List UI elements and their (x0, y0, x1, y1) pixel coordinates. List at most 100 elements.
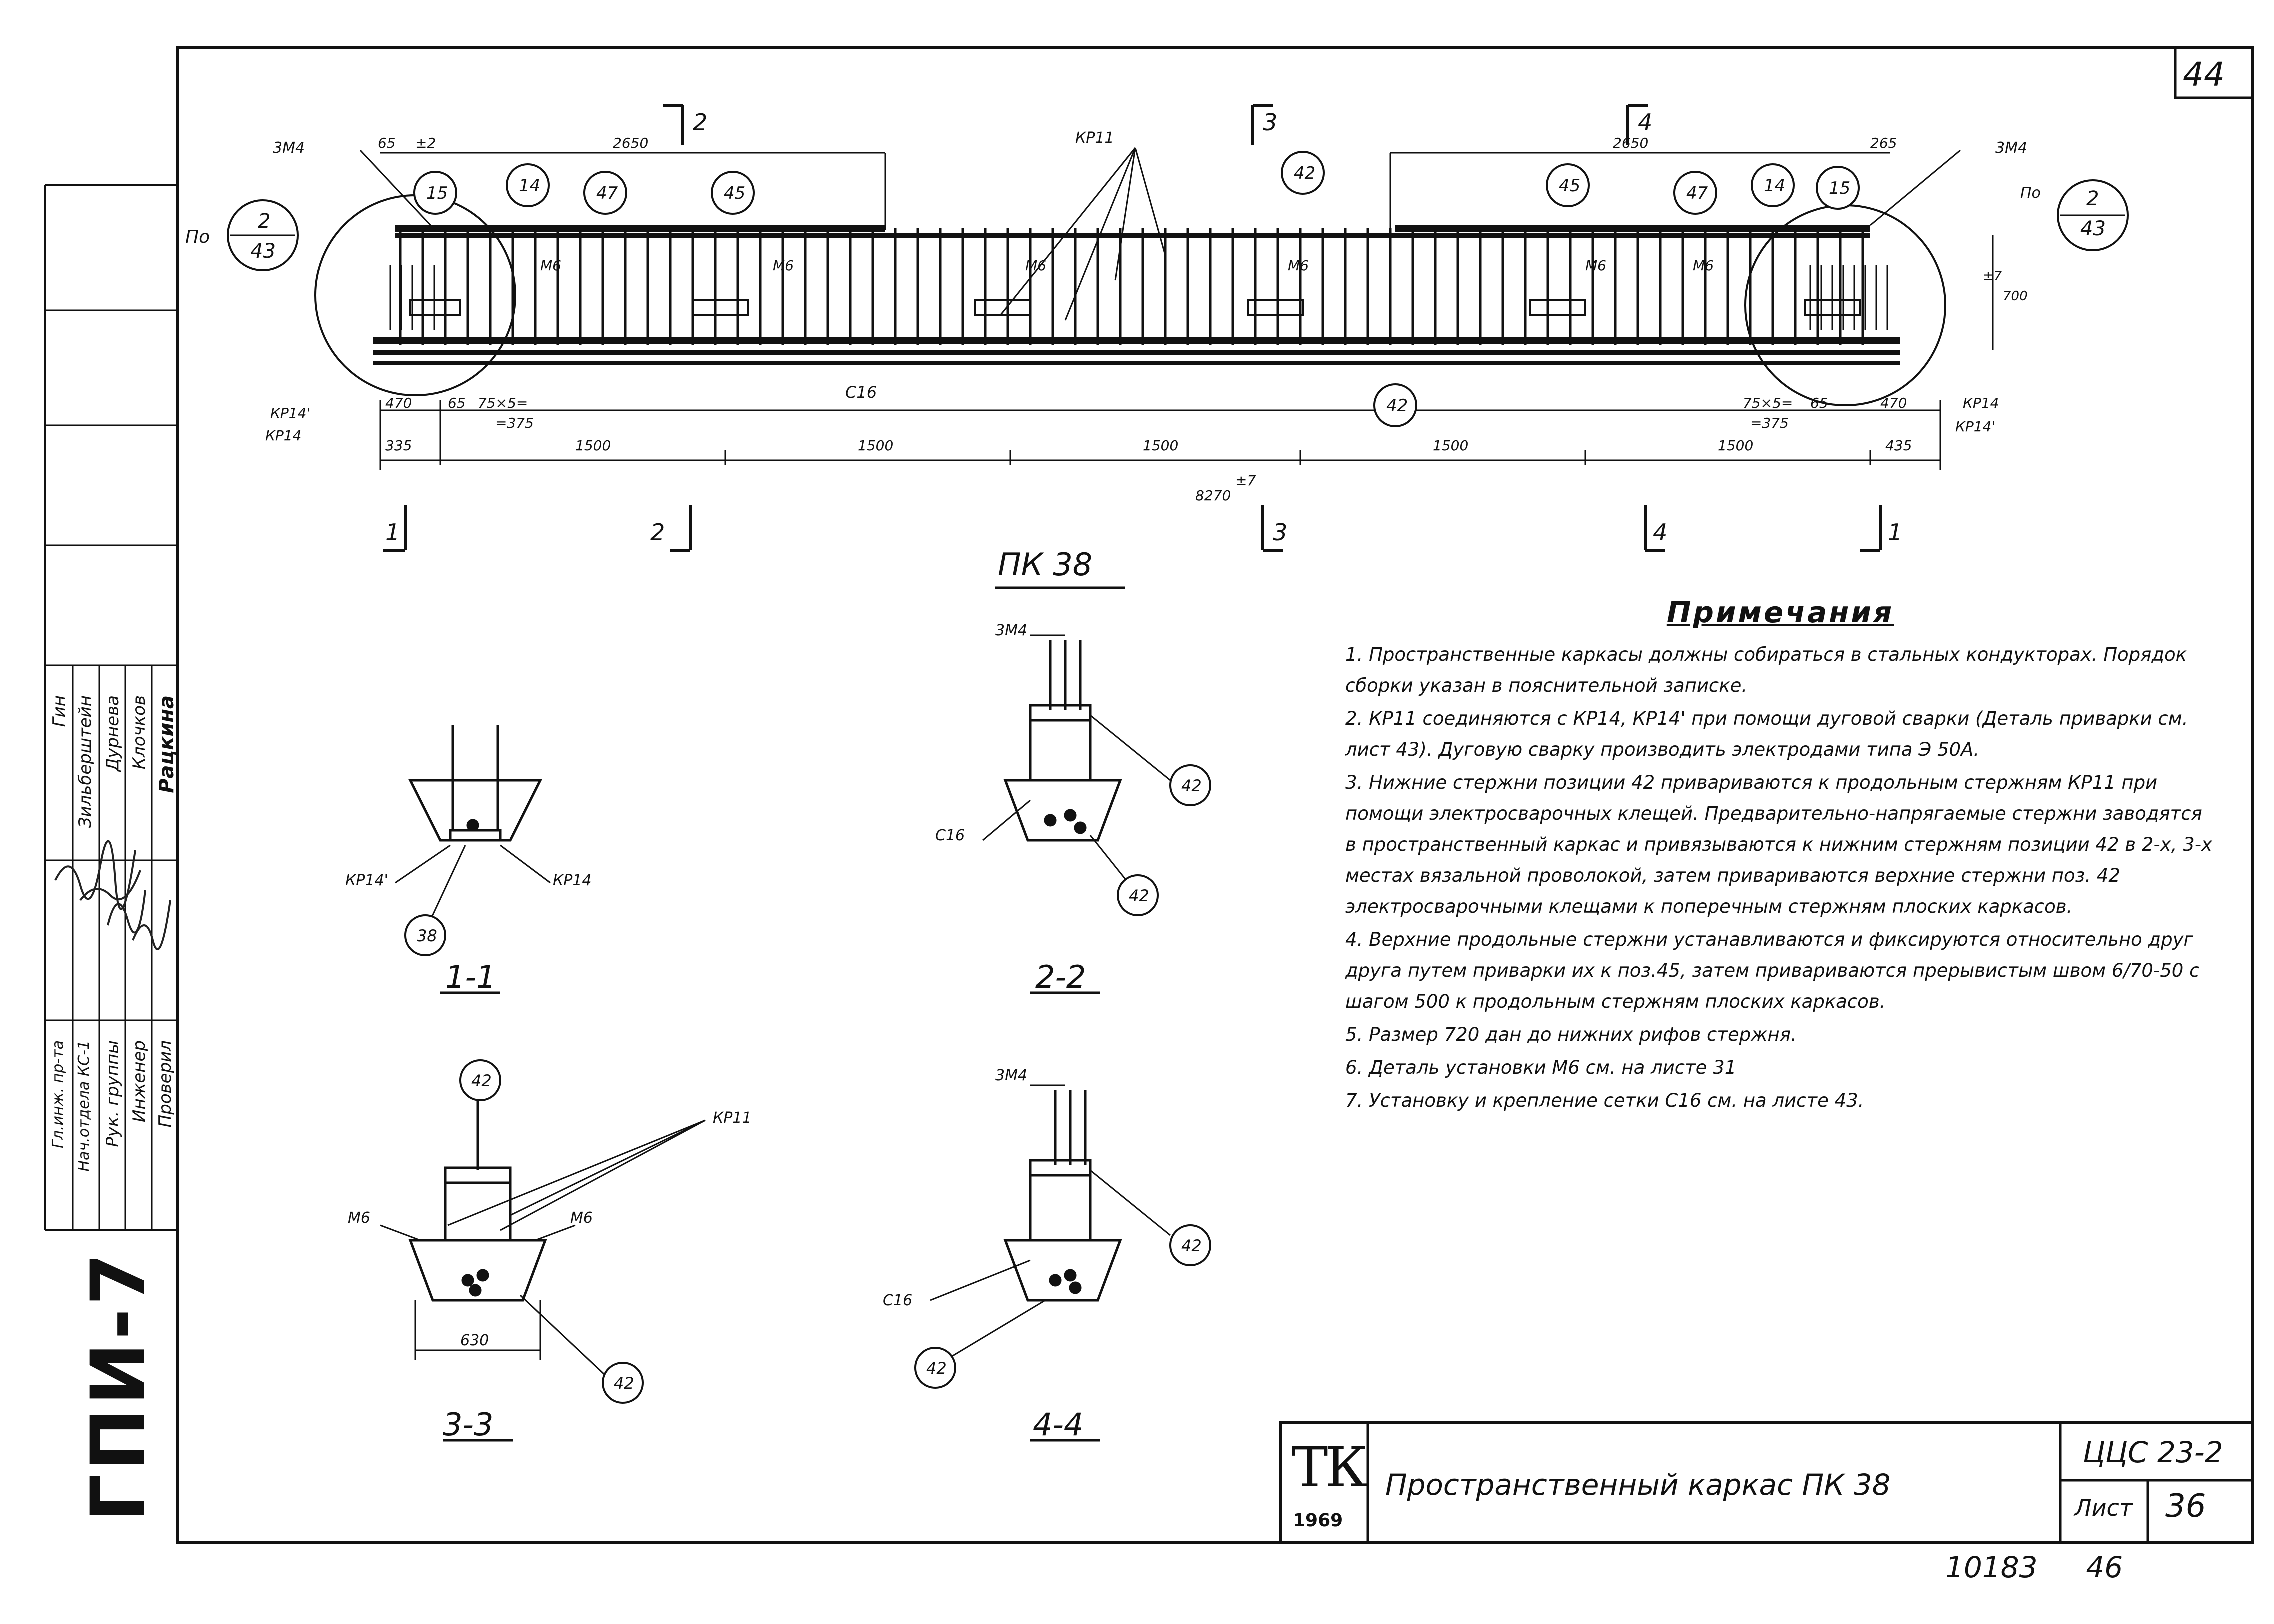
sec33-m6-right: М6 (570, 1209, 593, 1227)
section-1-1-title: 1-1 (445, 959, 496, 995)
dim-2650-right: 2650 (1613, 135, 1648, 151)
name-klochkov: Клочков (129, 695, 149, 770)
cut-2-top-number: 2 (693, 109, 707, 136)
drawing-labels: 3М4 3М4 КР11 65 ±2 2650 2650 265 По 2 43… (185, 109, 2106, 583)
dim-75x5-left: 75×5= (478, 395, 528, 411)
note-4: 4. Верхние продольные стержни устанавлив… (1345, 929, 2200, 1012)
sec44-balloon-42-a: 42 (1181, 1236, 1202, 1255)
dim-2650-left: 2650 (613, 135, 648, 151)
sec33-balloon-42-top: 42 (471, 1071, 492, 1090)
role-gl-inzh: Гл.инж. пр-та (49, 1040, 67, 1148)
label-m6-2: М6 (773, 257, 794, 274)
elevation-pk38 (314, 104, 1994, 589)
sec33-dim-630: 630 (460, 1332, 489, 1349)
stamp-year: 1969 (1293, 1510, 1343, 1531)
name-ratskina: Рацкина (155, 695, 178, 793)
section-3-3 (380, 1059, 706, 1442)
section-labels: КР14' КР14 38 1-1 3М4 С16 42 42 2-2 42 К… (345, 622, 1202, 1443)
cut-4-bottom-number: 4 (1653, 519, 1667, 546)
section-4-4-title: 4-4 (1033, 1406, 1083, 1443)
archive-number: 10183 (1945, 1550, 2038, 1584)
sec44-c16: С16 (883, 1292, 912, 1309)
sec44-3m4: 3М4 (995, 1067, 1027, 1084)
section-4-4 (914, 1084, 1211, 1442)
label-po-left: По (185, 227, 210, 247)
label-po-right: По (2020, 184, 2041, 202)
sec22-balloon-42-b: 42 (1129, 886, 1149, 905)
archive-stamp: 10183 46 (1945, 1550, 2123, 1584)
label-kp11-top: КР11 (1075, 129, 1114, 147)
dim-8270: 8270 (1195, 487, 1231, 504)
cut-1-right-number: 1 (1888, 519, 1902, 546)
notes-heading: Примечания (1666, 595, 1894, 629)
drawing-title: ПК 38 (998, 546, 1092, 583)
sheet-frame (44, 46, 2254, 1544)
dim-700: 700 (2003, 289, 2028, 304)
cut-3-bottom-number: 3 (1273, 519, 1287, 546)
sec33-balloon-42-bottom: 42 (614, 1374, 634, 1393)
sec11-kp14p: КР14' (345, 872, 388, 889)
stamp-title: Пространственный каркас ПК 38 (1385, 1468, 1891, 1502)
dim-65-l2: 65 (448, 395, 466, 411)
label-m6-1: М6 (540, 257, 561, 274)
dim-1500-b: 1500 (858, 437, 893, 454)
balloon-47-right: 47 (1686, 183, 1708, 203)
balloon-42-top: 42 (1294, 163, 1315, 183)
dim-tol2: ±2 (415, 135, 436, 151)
page-corner-number: 44 (2183, 55, 2225, 94)
sec33-kp11: КР11 (713, 1109, 752, 1127)
cut-3-top-number: 3 (1263, 109, 1277, 136)
label-3m4-right: 3М4 (1995, 139, 2027, 157)
sec44-balloon-42-b: 42 (926, 1359, 947, 1378)
stamp-code: ЦЦС 23-2 (2083, 1435, 2223, 1469)
dim-1500-c: 1500 (1143, 437, 1178, 454)
label-m6-6: М6 (1693, 257, 1714, 274)
note-1: 1. Пространственные каркасы должны собир… (1345, 644, 2187, 696)
section-2-2-title: 2-2 (1035, 959, 1086, 995)
sec22-balloon-42-a: 42 (1181, 776, 1202, 795)
label-kp14-left: КР14 (265, 427, 301, 444)
name-durneva: Дурнева (103, 695, 123, 772)
dim-470-right: 470 (1880, 395, 1907, 411)
frac-left-den: 43 (250, 240, 276, 263)
dim-1500-e: 1500 (1718, 437, 1753, 454)
note-7: 7. Установку и крепление сетки С16 см. н… (1345, 1090, 1864, 1111)
signatures (54, 840, 171, 950)
role-ruk-gruppy: Рук. группы (103, 1040, 123, 1147)
label-m6-4: М6 (1288, 257, 1309, 274)
dim-265-right: 265 (1870, 135, 1897, 151)
balloon-14-right: 14 (1764, 176, 1785, 196)
dim-375-right: =375 (1750, 415, 1789, 431)
note-2: 2. КР11 соединяются с КР14, КР14' при по… (1345, 708, 2188, 760)
role-nach-otdela: Нач.отдела КС-1 (75, 1040, 93, 1172)
balloon-42-bottom: 42 (1386, 396, 1408, 416)
label-c16: С16 (845, 383, 877, 402)
frac-right-num: 2 (2086, 187, 2099, 210)
cut-2-bottom-number: 2 (650, 519, 665, 546)
dim-65-left: 65 (378, 135, 396, 151)
section-1-1 (395, 725, 551, 994)
section-3-3-title: 3-3 (443, 1406, 493, 1443)
dim-1500-d: 1500 (1433, 437, 1468, 454)
balloon-47-left: 47 (596, 183, 618, 203)
note-5: 5. Размер 720 дан до нижних рифов стержн… (1345, 1024, 1797, 1045)
dim-75x5-right: 75×5= (1743, 395, 1793, 411)
balloon-15-left: 15 (426, 183, 448, 203)
stamp-sheet-label: Лист (2074, 1494, 2133, 1521)
name-zilbershtein: Зильберштейн (75, 695, 95, 828)
archive-page: 46 (2086, 1550, 2123, 1584)
stamp-tk-logo: ТК (1291, 1435, 1367, 1499)
balloon-45-right: 45 (1559, 176, 1580, 196)
sec22-c16: С16 (935, 827, 965, 844)
dim-470-left: 470 (385, 395, 412, 411)
cut-1-left-number: 1 (385, 519, 400, 546)
stamp-sheet-number: 36 (2165, 1488, 2206, 1525)
notes-block: Примечания 1. Пространственные каркасы д… (1345, 595, 2215, 1118)
org-code: ГПИ-7 (75, 1250, 162, 1522)
name-gin: Гин (49, 695, 69, 727)
sec33-m6-left: М6 (348, 1209, 370, 1227)
dim-1500-a: 1500 (575, 437, 611, 454)
label-m6-5: М6 (1585, 257, 1606, 274)
label-m6-3: М6 (1025, 257, 1046, 274)
role-inzhener: Инженер (129, 1040, 149, 1122)
